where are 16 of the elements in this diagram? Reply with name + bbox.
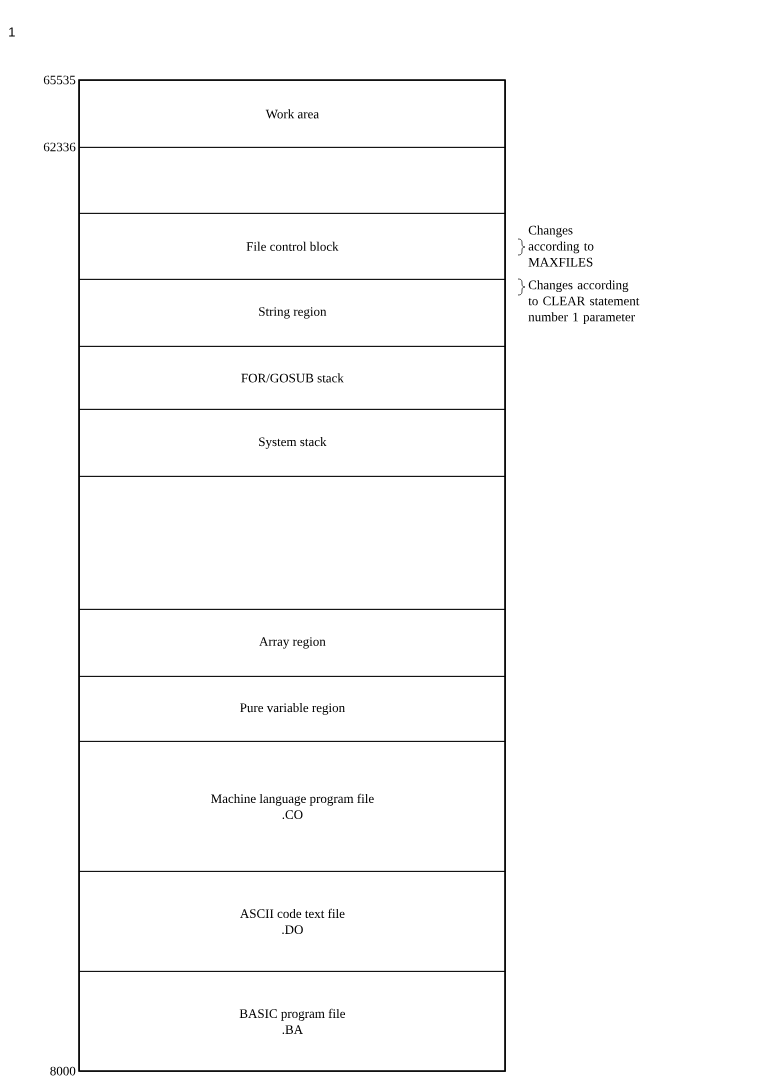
address-label: 65535 — [43, 75, 76, 85]
figure-number: 1 — [9, 27, 15, 37]
note-text: Changes according to MAXFILES — [528, 225, 594, 267]
memory-band: ASCII code text file .DO — [79, 871, 506, 972]
memory-band: Machine language program file .CO — [79, 741, 506, 872]
memory-band: BASIC program file .BA — [79, 971, 506, 1072]
note-text: Changes according to CLEAR statement number 1 parameter — [528, 280, 640, 324]
memory-band: String region — [79, 279, 506, 347]
memory-band: System stack — [79, 409, 506, 477]
memory-band: File control block — [79, 213, 506, 280]
address-label: 62336 — [43, 142, 76, 152]
memory-band: Pure variable region — [79, 676, 506, 742]
address-label: 8000 — [50, 1066, 76, 1076]
memory-band: FOR/GOSUB stack — [79, 346, 506, 410]
node-label: Work area — [265, 109, 319, 119]
memory-band: Array region — [79, 609, 506, 677]
